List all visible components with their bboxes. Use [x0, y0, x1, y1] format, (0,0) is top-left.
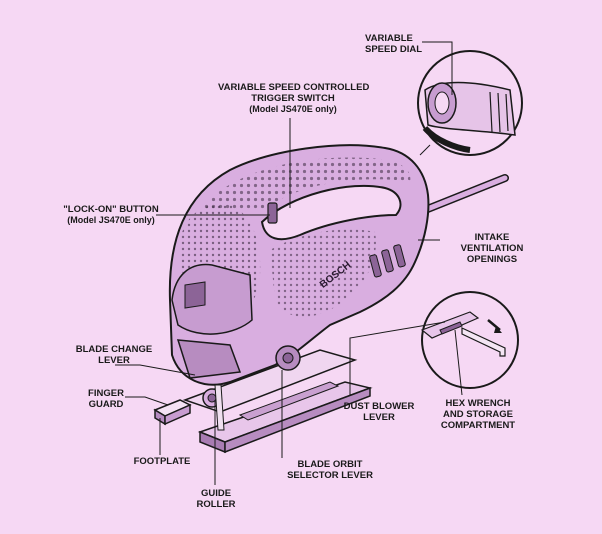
intake-vents [369, 244, 406, 278]
label-intake-ventilation: INTAKE VENTILATION OPENINGS [452, 232, 532, 265]
label-blade-change-lever: BLADE CHANGE LEVER [72, 344, 156, 366]
label-footplate: FOOTPLATE [130, 456, 194, 467]
label-line: GUARD [88, 399, 124, 410]
label-line: BLADE ORBIT [297, 459, 363, 470]
label-lock-on-button: "LOCK-ON" BUTTON (Model JS470E only) [52, 204, 170, 226]
label-line: TRIGGER SWITCH [251, 93, 335, 104]
label-orbit-selector: BLADE ORBIT SELECTOR LEVER [282, 459, 378, 481]
footplate [182, 349, 373, 454]
label-line: ROLLER [196, 499, 236, 510]
label-line: (Model JS470E only) [67, 215, 155, 225]
label-line: DUST BLOWER [343, 401, 415, 412]
label-line: "LOCK-ON" BUTTON [63, 204, 159, 215]
label-line: INTAKE [474, 232, 510, 243]
speed-dial-inset [417, 50, 523, 156]
label-dust-blower-lever: DUST BLOWER LEVER [340, 401, 418, 423]
label-line: OPENINGS [466, 254, 518, 265]
label-line: FOOTPLATE [133, 456, 191, 467]
label-trigger-switch: VARIABLE SPEED CONTROLLED TRIGGER SWITCH… [218, 82, 370, 115]
hex-wrench-inset [420, 291, 519, 389]
label-line: LEVER [363, 412, 395, 423]
label-line: SPEED DIAL [365, 44, 423, 55]
lock-on-button [267, 202, 278, 224]
label-line: (Model JS470E only) [249, 104, 337, 114]
label-finger-guard: FINGER GUARD [84, 388, 128, 410]
label-line: HEX WRENCH [445, 398, 511, 409]
label-line: VARIABLE SPEED CONTROLLED [218, 82, 370, 93]
label-hex-wrench: HEX WRENCH AND STORAGE COMPARTMENT [428, 398, 528, 431]
leader-lines [115, 41, 463, 485]
label-line: GUIDE [200, 488, 232, 499]
label-speed-dial: VARIABLE SPEED DIAL [365, 33, 422, 55]
label-line: VARIABLE [365, 33, 413, 44]
label-line: COMPARTMENT [440, 420, 516, 431]
jigsaw-body [168, 144, 430, 386]
label-line: FINGER [88, 388, 124, 399]
label-line: AND STORAGE [442, 409, 514, 420]
blade [214, 384, 225, 431]
label-line: SELECTOR LEVER [287, 470, 373, 481]
power-cord [416, 174, 509, 216]
label-line: BLADE CHANGE [75, 344, 153, 355]
label-line: VENTILATION [460, 243, 524, 254]
label-line: LEVER [98, 355, 130, 366]
finger-guard [153, 399, 192, 426]
label-guide-roller: GUIDE ROLLER [194, 488, 238, 510]
